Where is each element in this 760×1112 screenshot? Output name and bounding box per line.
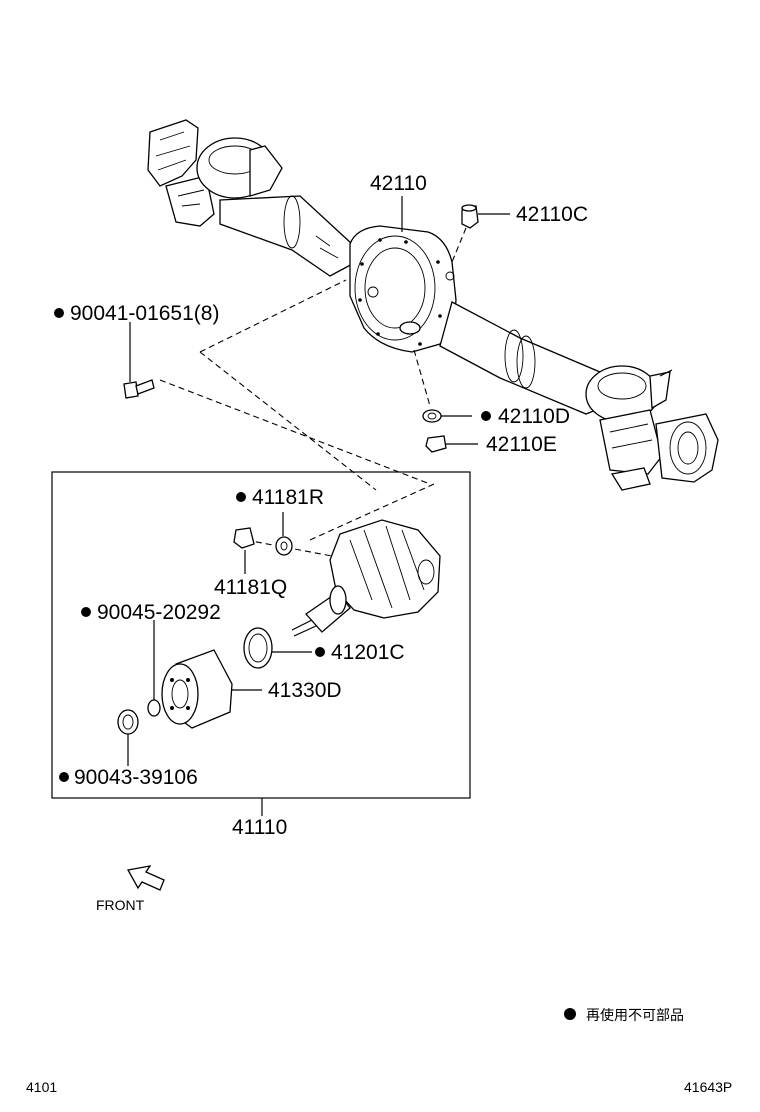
bearing-drawing — [161, 649, 262, 729]
bullet-icon — [81, 607, 91, 617]
label-90045: 90045-20292 — [97, 601, 221, 624]
bullet-icon — [54, 308, 64, 318]
bullet-icon — [564, 1008, 576, 1020]
label-42110E: 42110E — [486, 433, 557, 456]
front-arrow-icon — [126, 865, 165, 891]
axle-housing-drawing — [147, 119, 719, 491]
legend-text: 再使用不可部品 — [586, 1007, 684, 1023]
label-41181R: 41181R — [252, 486, 324, 509]
front-label: FRONT — [96, 897, 145, 913]
bullet-icon — [481, 411, 491, 421]
label-41181Q: 41181Q — [214, 576, 287, 599]
bolt-drawing — [123, 279, 431, 485]
label-42110C: 42110C — [516, 203, 588, 226]
drain-plug-drawing — [413, 349, 478, 453]
carrier-assy-box — [51, 471, 471, 799]
footer-left-code: 4101 — [26, 1079, 57, 1095]
label-41330D: 41330D — [268, 679, 342, 702]
differential-carrier-drawing — [245, 519, 441, 637]
small-seals-drawing — [117, 620, 161, 766]
bullet-icon — [236, 492, 246, 502]
label-41201C: 41201C — [331, 641, 405, 664]
label-41110: 41110 — [232, 816, 287, 839]
footer-right-code: 41643P — [684, 1079, 732, 1095]
label-42110D: 42110D — [498, 405, 570, 428]
label-90041: 90041-01651(8) — [70, 302, 219, 325]
nut-washer-drawing — [233, 512, 293, 574]
label-42110: 42110 — [370, 172, 427, 195]
breather-plug-drawing — [451, 204, 510, 263]
bullet-icon — [59, 772, 69, 782]
label-90043: 90043-39106 — [74, 766, 198, 789]
oil-seal-drawing — [243, 627, 312, 669]
bullet-icon — [315, 647, 325, 657]
